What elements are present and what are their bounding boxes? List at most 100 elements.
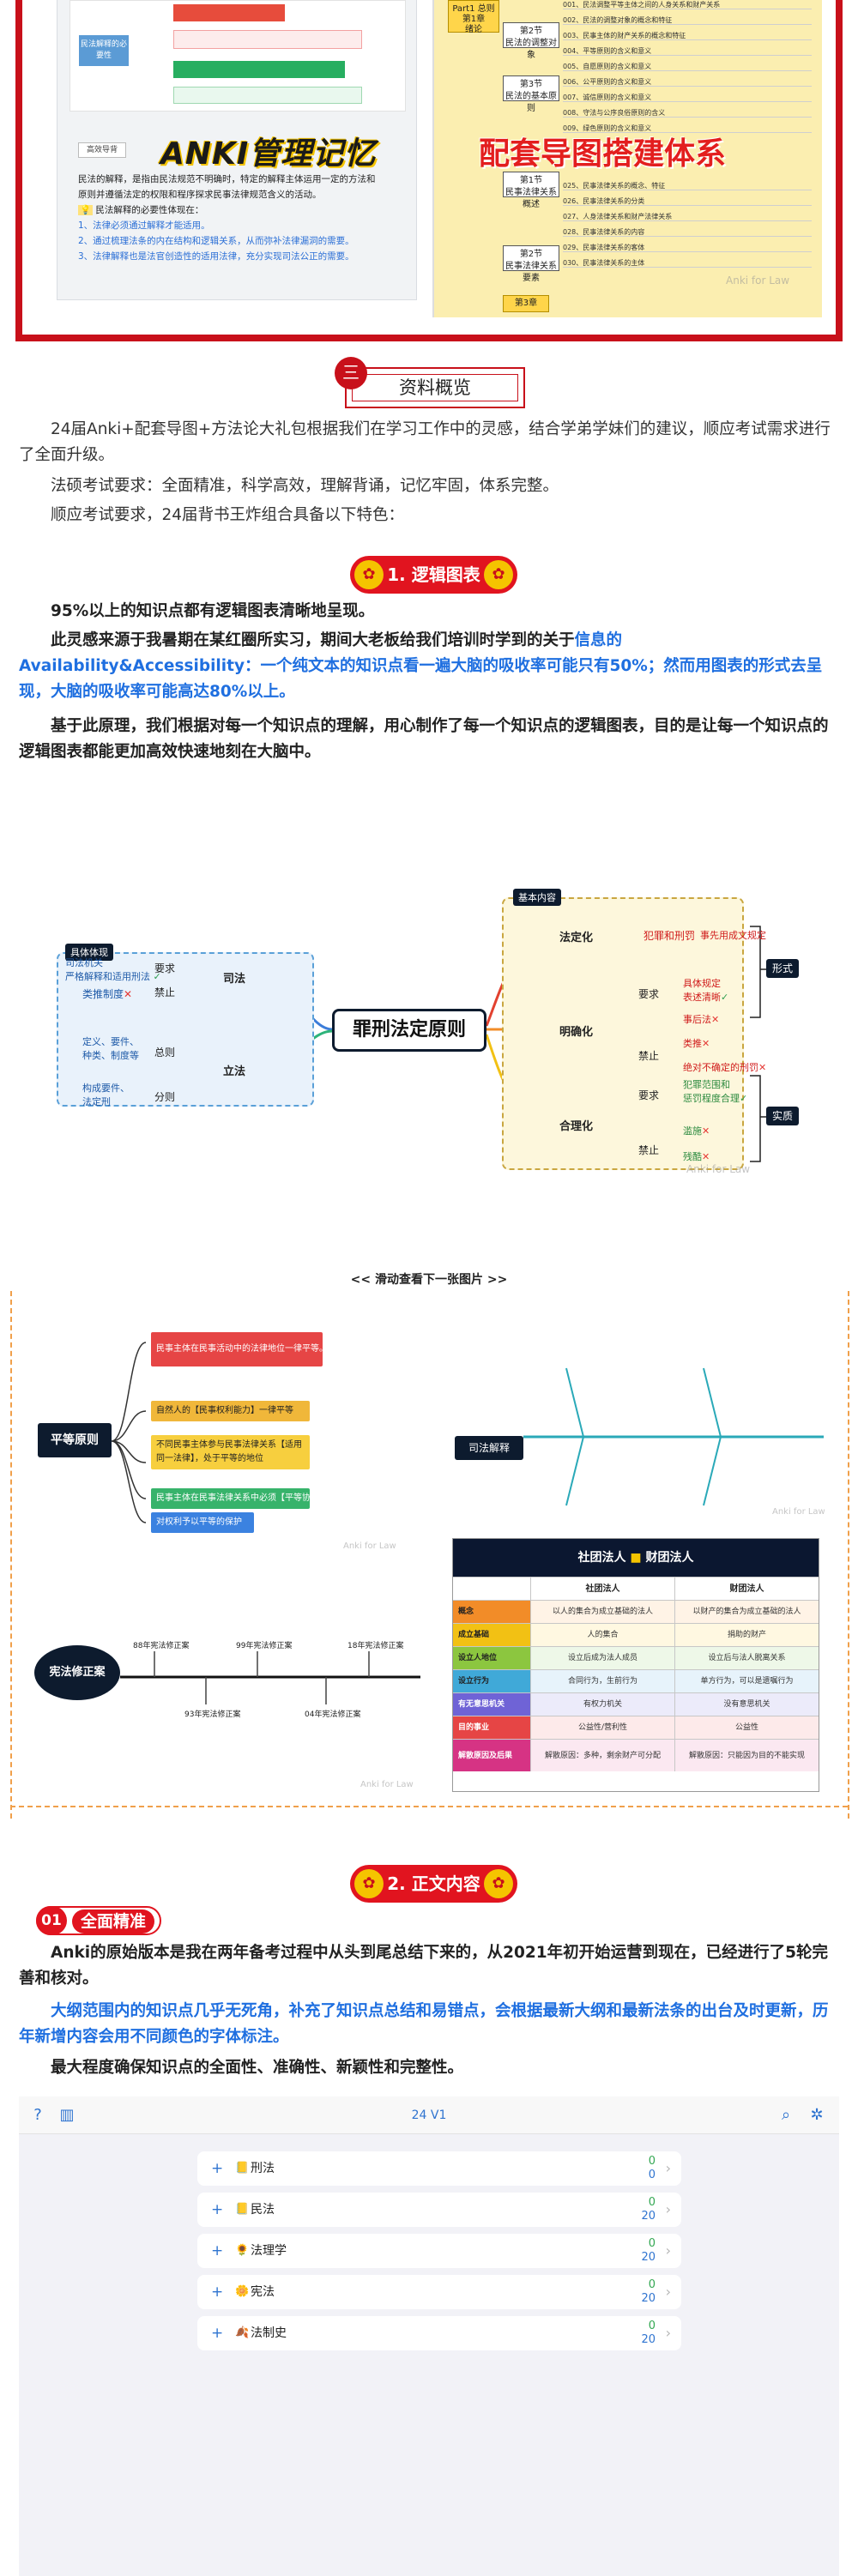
right-detail-box <box>502 897 744 1170</box>
subheading-number: 01 <box>36 1906 67 1935</box>
mindmap-node: 第2节 民法的调整对象 <box>503 22 559 60</box>
hero-right-mindmap: Part1 总则 第1章 绪论 第2节 民法的调整对象 第3节 民法的基本原则 … <box>432 0 822 317</box>
deck-row-xingfa[interactable]: + 📒 刑法 0 0 › <box>197 2151 681 2186</box>
deck-row-xianfa[interactable]: + 🌼 宪法 0 20 › <box>197 2275 681 2309</box>
deck-row-fazhishi[interactable]: + 🍂 法制史 0 20 › <box>197 2316 681 2350</box>
table-cell: 合同行为，生前行为 <box>530 1670 674 1692</box>
due-count: 0 <box>648 2320 656 2332</box>
mindmap-line: 004、平等原则的含义和意义 <box>563 46 812 56</box>
search-icon[interactable]: ⌕ <box>781 2106 791 2124</box>
sifa-label: 司法 <box>223 973 246 986</box>
hl-yaoqiu: 要求 <box>638 1089 660 1101</box>
table-cell: 设立后与法人脱离关系 <box>674 1647 819 1669</box>
chevron-right-icon[interactable]: › <box>665 2283 671 2300</box>
hl-jinzhi: 禁止 <box>638 1144 660 1156</box>
collage-connectors <box>111 1342 824 1704</box>
efficient-recite-button[interactable]: 高效导背 <box>78 142 126 158</box>
hl-c: 残酷✕ <box>683 1151 710 1162</box>
chevron-right-icon[interactable]: › <box>665 2325 671 2341</box>
equality-tag: 平等原则 <box>38 1423 112 1457</box>
table-cell: 以人的集合为成立基础的法人 <box>530 1601 674 1623</box>
expand-plus-icon[interactable]: + <box>211 2325 224 2342</box>
blossom-icon: 🌼 <box>235 2285 250 2298</box>
table-cell: 解散原因：多种，剩余财产可分配 <box>530 1740 674 1771</box>
mindmap-center-node: 罪刑法定原则 <box>332 1009 486 1052</box>
light-green-block <box>173 87 362 104</box>
section1-p2-plain: 此灵感来源于我暑期在某红圈所实习，期间大老板给我们培训时学到的关于 <box>51 631 575 649</box>
expand-plus-icon[interactable]: + <box>211 2201 224 2218</box>
table-cell: 设立人地位 <box>453 1647 530 1669</box>
year-label: 99年宪法修正案 <box>236 1642 293 1650</box>
gear-icon[interactable]: ✲ <box>810 2106 824 2124</box>
section1-p2-blue: 信息的Availability&Accessibility：一个纯文本的知识点看… <box>19 631 823 701</box>
mindmap-line: 007、诚信原则的含义和意义 <box>563 93 812 102</box>
left-detail-box <box>57 952 314 1107</box>
expand-plus-icon[interactable]: + <box>211 2160 224 2177</box>
image-collage[interactable]: 民事主体在民事活动中的法律地位一律平等。 自然人的【民事权利能力】一律平等 不同… <box>0 1291 858 1823</box>
deck-row-minfa[interactable]: + 📒 民法 0 20 › <box>197 2193 681 2227</box>
mindmap-line: 003、民事主体的财产关系的概念和特征 <box>563 31 812 40</box>
mindmap-line: 005、自愿原则的含义和意义 <box>563 62 812 71</box>
principle-box: 不同民事主体参与民事法律关系【适用同一法律】，处于平等的地位 <box>151 1435 310 1469</box>
overview-badge: 三 <box>335 357 367 389</box>
left-yaoqiu: 要求 <box>154 962 176 974</box>
table-row: 解散原因及后果解散原因：多种，剩余财产可分配解散原因：只能因为目的不能实现 <box>453 1739 819 1771</box>
left-item-b: 类推制度✕ <box>82 988 133 1000</box>
mindmap-line: 030、民事法律关系的主体 <box>563 258 812 268</box>
check-icon: ✓ <box>740 1093 748 1104</box>
table-header: 社团法人 ■ 财团法人 <box>453 1539 819 1577</box>
left-item-a: 司法机关 严格解释和适用刑法 ✓ <box>65 957 161 982</box>
watermark: Anki for Law <box>343 1541 396 1551</box>
overview-heading: 资料概览 三 <box>335 357 532 410</box>
stats-icon[interactable]: ▥ <box>59 2106 75 2124</box>
left-item-c: 定义、要件、 种类、制度等 <box>82 1036 139 1061</box>
mindmap-line: 008、守法与公序良俗原则的含义 <box>563 108 812 118</box>
hero-frame: 民法解释的必要性 高效导背 ANKI管理记忆 民法的解释，是指由民法规范不明确时… <box>15 0 843 341</box>
bulb-icon: 💡 <box>78 205 94 215</box>
swipe-hint[interactable]: << 滑动查看下一张图片 >> <box>350 1273 508 1287</box>
section1-p1: 95%以上的知识点都有逻辑图表清晰地呈现。 <box>51 602 375 620</box>
mq-a: 具体规定 表述清晰✓ <box>683 978 729 1003</box>
table-row: 目的事业公益性/营利性公益性 <box>453 1716 819 1739</box>
table-cell: 公益性/营利性 <box>530 1716 674 1739</box>
necessity-item-1: 1、法律必须通过解释才能适用。 <box>78 220 210 231</box>
notebook-icon: 📒 <box>235 2162 250 2175</box>
deck-row-falixue[interactable]: + 🌻 法理学 0 20 › <box>197 2234 681 2268</box>
table-cell: 解散原因及后果 <box>453 1740 530 1771</box>
principle-box: 自然人的【民事权利能力】一律平等 <box>151 1401 310 1421</box>
left-fenze: 分则 <box>154 1091 176 1103</box>
table-cell: 设立行为 <box>453 1670 530 1692</box>
cross-icon: ✕ <box>702 1151 710 1162</box>
section2-p2-text: 大纲范围内的知识点几乎无死角，补充了知识点总结和易错点，会根据最新大纲和最新法条… <box>19 2002 829 2046</box>
app-toolbar: ? ▥ 24 V1 ⌕ ✲ <box>19 2096 839 2134</box>
cross-icon: ✕ <box>124 988 133 1000</box>
hero-card: 民法解释的必要性 <box>69 0 406 112</box>
green-block <box>173 61 345 78</box>
year-label: 18年宪法修正案 <box>347 1642 404 1650</box>
help-icon[interactable]: ? <box>33 2106 42 2124</box>
chevron-right-icon[interactable]: › <box>665 2242 671 2259</box>
hl-b: 滥施✕ <box>683 1125 710 1137</box>
chevron-right-icon[interactable]: › <box>665 2160 671 2176</box>
year-label: 93年宪法修正案 <box>184 1710 241 1719</box>
table-row: 成立基础人的集合捐助的财产 <box>453 1623 819 1646</box>
hero-left-screenshot: 民法解释的必要性 高效导背 ANKI管理记忆 民法的解释，是指由民法规范不明确时… <box>57 0 417 300</box>
vs-icon: ■ <box>630 1551 642 1565</box>
due-count: 0 <box>648 2155 656 2168</box>
table-cell: 解散原因：只能因为目的不能实现 <box>674 1740 819 1771</box>
expand-plus-icon[interactable]: + <box>211 2242 224 2259</box>
expand-plus-icon[interactable]: + <box>211 2283 224 2301</box>
new-count: 0 <box>648 2169 656 2181</box>
chapter3-box: 第3章 <box>503 295 549 312</box>
overview-p2: 法硕考试要求：全面精准，科学高效，理解背诵，记忆牢固，体系完整。 <box>51 477 559 495</box>
chevron-right-icon[interactable]: › <box>665 2201 671 2217</box>
year-label: 88年宪法修正案 <box>133 1642 190 1650</box>
check-icon: ✓ <box>153 971 161 982</box>
left-jinzhi: 禁止 <box>154 986 176 998</box>
mindmap-line: 001、民法调整平等主体之间的人身关系和财产关系 <box>563 0 812 9</box>
mindmap-node: 第3节 民法的基本原则 <box>503 75 559 113</box>
judicial-interpretation-tag: 司法解释 <box>455 1436 523 1460</box>
mindmap-lines: 001、民法调整平等主体之间的人身关系和财产关系 002、民法的调整对象的概念和… <box>563 0 812 317</box>
mindmap-node: 第2节 民事法律关系要素 <box>503 245 559 283</box>
cross-icon: ✕ <box>711 1014 720 1025</box>
